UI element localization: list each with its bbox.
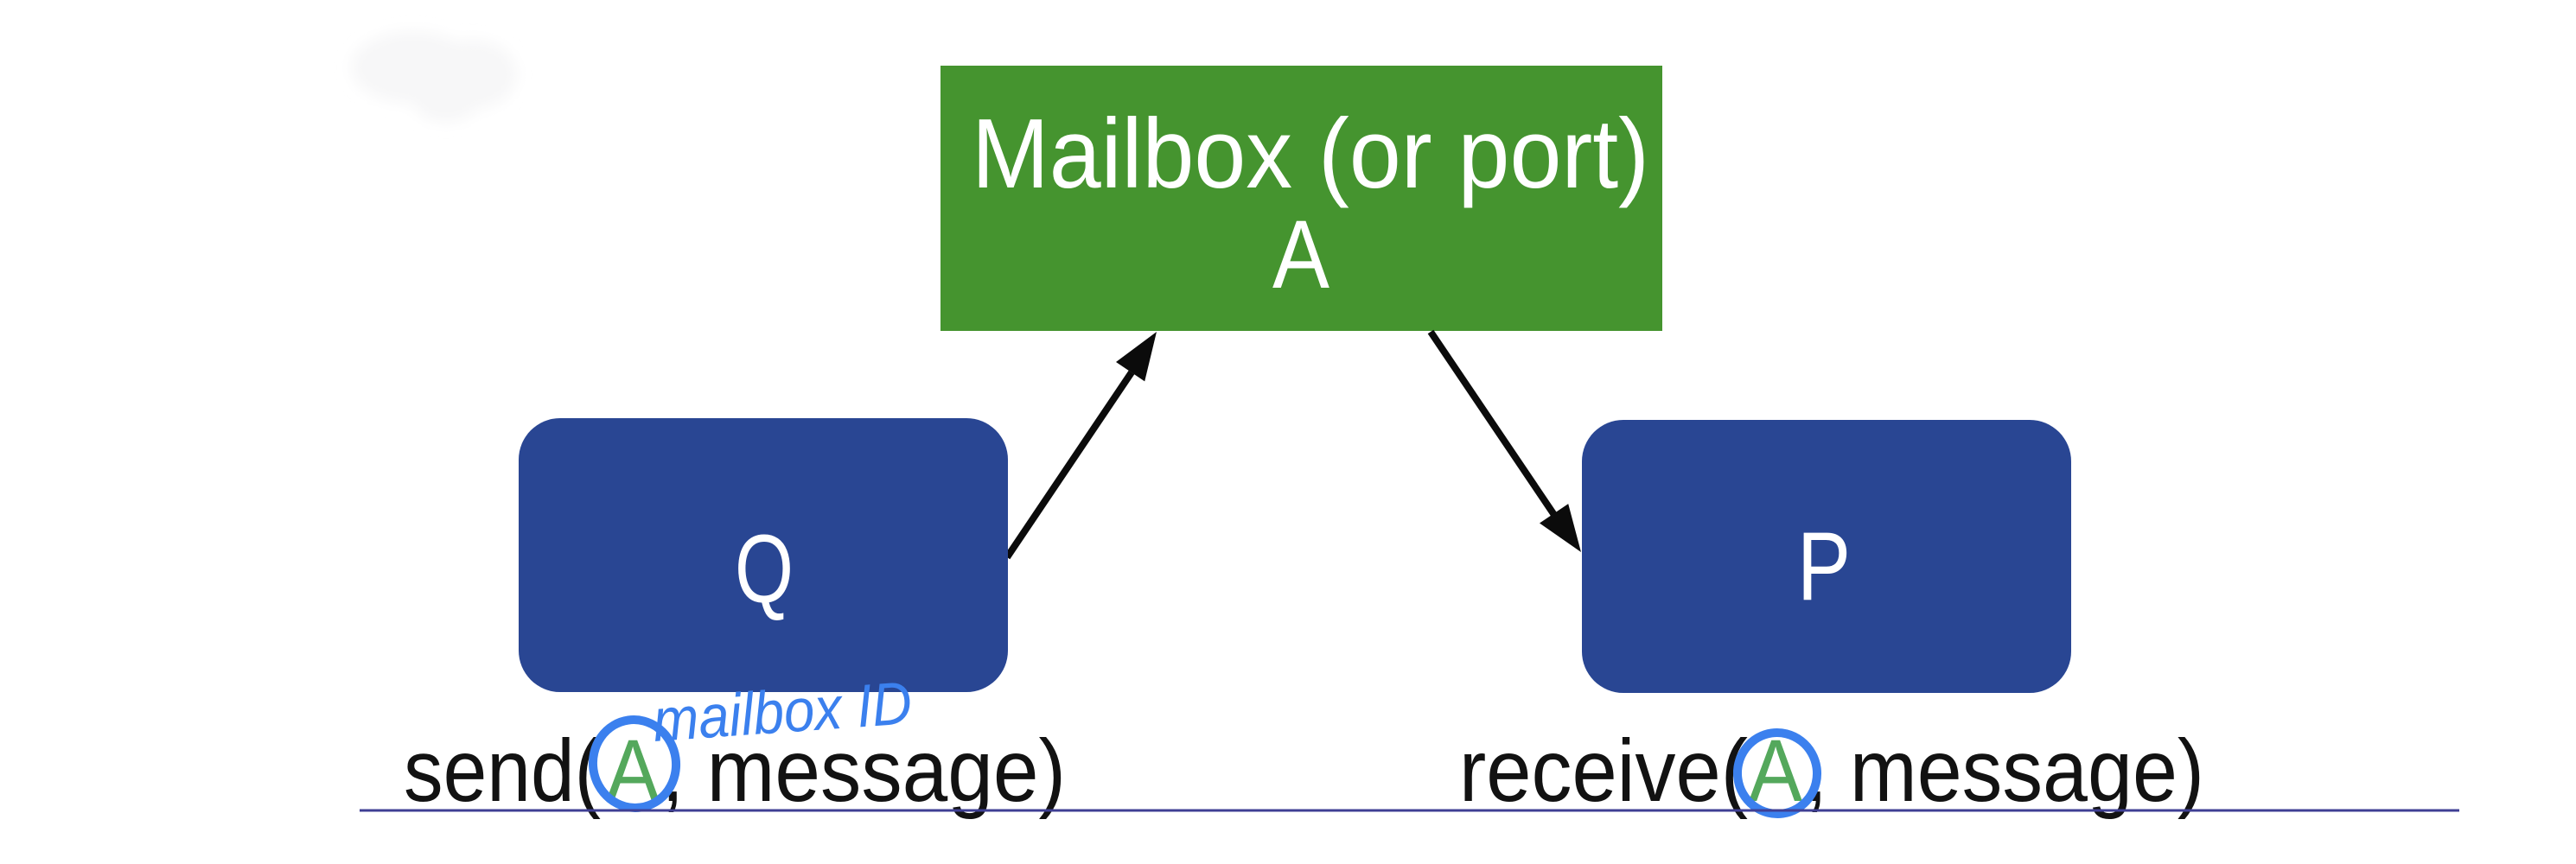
mailbox-box-name: A xyxy=(1272,200,1329,308)
send-call-prefix: send( xyxy=(404,721,601,820)
eraser-smudge xyxy=(351,31,517,123)
process-p-box xyxy=(1582,420,2071,693)
mailbox-box xyxy=(940,66,1662,331)
receive-arrow xyxy=(1427,329,1581,552)
process-p-label: P xyxy=(1797,512,1851,620)
receive-call-suffix: , message) xyxy=(1805,721,2204,820)
mailbox-box-title: Mailbox (or port) xyxy=(972,99,1649,209)
receive-mailbox-id-circle xyxy=(1732,728,1822,818)
receive-call-prefix: receive( xyxy=(1459,721,1748,820)
process-q-box xyxy=(519,418,1008,692)
send-mailbox-id-circle xyxy=(588,715,681,812)
process-q-label: Q xyxy=(735,515,794,623)
send-call-suffix: , message) xyxy=(661,721,1066,820)
send-arrow xyxy=(1004,332,1157,560)
receive-call-text: receive( A , message) xyxy=(1459,721,2204,820)
